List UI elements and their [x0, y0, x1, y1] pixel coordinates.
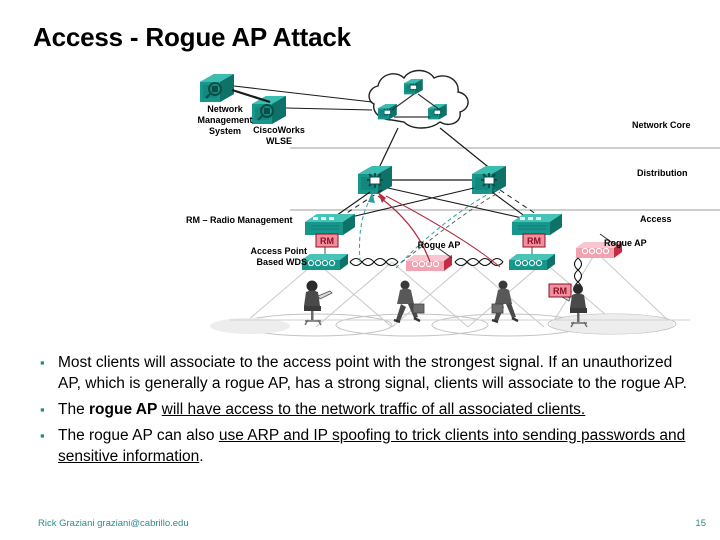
access-point-wds-left: [302, 254, 348, 270]
label-network-management-system: Network Management System: [197, 104, 253, 136]
distribution-switch-right: [472, 166, 506, 194]
core-router-left: [378, 104, 397, 120]
svg-text:RM: RM: [320, 236, 334, 246]
core-router-right: [428, 104, 447, 120]
bullet-text-2: The rogue AP will have access to the net…: [58, 401, 586, 418]
bullet-text-1: Most clients will associate to the acces…: [58, 354, 687, 392]
svg-text:RM: RM: [553, 286, 567, 296]
footer-author: Rick Graziani graziani@cabrillo.edu: [38, 518, 189, 529]
distribution-switch-left: [358, 166, 392, 194]
floor-shadow-right: [550, 314, 674, 334]
label-rm-legend: RM – Radio Management: [186, 215, 293, 225]
network-topology-diagram: RM RM RM Network Management System Cisco…: [0, 62, 720, 347]
rogue-ap-center-icon: [406, 255, 452, 271]
label-network-core: Network Core: [632, 120, 691, 130]
core-router-top: [404, 79, 423, 95]
rogue-ap-center-leader: [437, 247, 453, 259]
rm-badge-center-group: RM: [522, 233, 546, 248]
svg-text:RM: RM: [527, 236, 541, 246]
ciscoworks-wlse-icon: [252, 96, 286, 124]
rogue-ap-right-icon: [576, 242, 622, 258]
coverage-ellipses: [239, 313, 677, 337]
bullet-marker: ▪: [40, 355, 45, 370]
floor-shadow-left: [210, 318, 290, 334]
access-switch-left: [305, 214, 355, 235]
topology-svg: RM RM RM: [200, 69, 720, 337]
access-switch-right: [512, 214, 562, 235]
client-walking-2: [491, 280, 519, 324]
list-item: ▪ Most clients will associate to the acc…: [36, 352, 696, 394]
bullet-marker: ▪: [40, 428, 45, 443]
bullet-marker: ▪: [40, 402, 45, 417]
page-title: Access - Rogue AP Attack: [33, 22, 351, 52]
label-rogue-ap-right: Rogue AP: [604, 238, 647, 248]
core-links: [391, 93, 441, 118]
access-point-wds-right: [509, 254, 555, 270]
footer-page-number: 15: [695, 518, 706, 529]
attack-arrows: [359, 189, 501, 269]
client-seated-left: [304, 280, 333, 326]
label-access: Access: [640, 214, 672, 224]
rogue-ap-right-leader: [599, 233, 621, 249]
rm-badge-right-group: RM: [548, 283, 572, 298]
label-distribution: Distribution: [637, 168, 688, 178]
network-management-system-icon: [200, 74, 234, 102]
list-item: ▪ The rogue AP will have access to the n…: [36, 399, 696, 420]
bullet-text-3: The rogue AP can also use ARP and IP spo…: [58, 427, 686, 465]
rm-badge-left-group: RM: [315, 233, 339, 248]
label-rogue-ap-center: Rogue AP: [417, 240, 461, 250]
label-access-point-based-wds: Access Point Based WDS: [250, 246, 307, 267]
management-links: [231, 85, 373, 111]
bullet-list: ▪ Most clients will associate to the acc…: [36, 352, 696, 472]
core-to-distribution-links: [377, 127, 493, 171]
list-item: ▪ The rogue AP can also use ARP and IP s…: [36, 425, 696, 467]
client-walking-1: [393, 280, 425, 324]
label-ciscoworks-wlse: CiscoWorks WLSE: [253, 125, 305, 146]
